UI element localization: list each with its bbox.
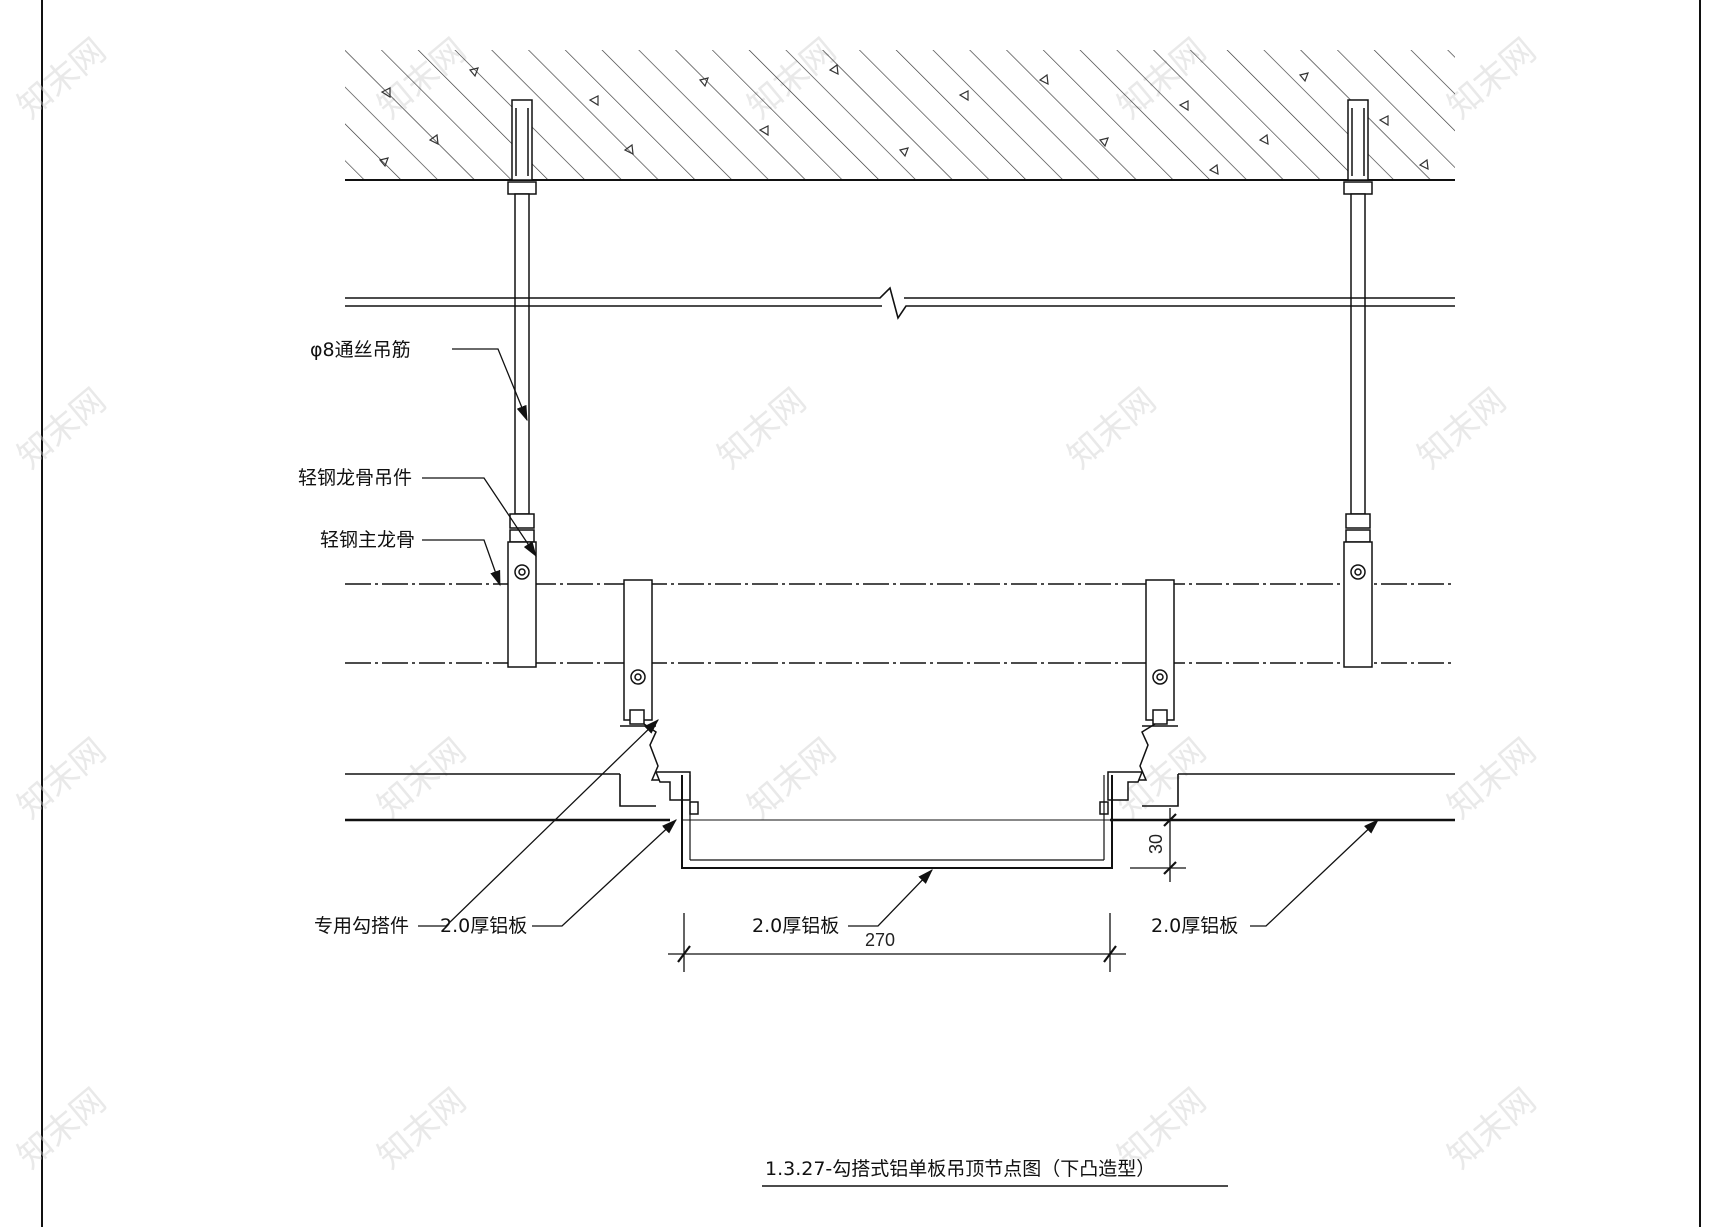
hook-piece-left — [654, 771, 699, 815]
watermark-text: 知末网 — [1440, 1081, 1544, 1177]
drawing-title: 1.3.27-勾搭式铝单板吊顶节点图（下凸造型） — [765, 1158, 1155, 1180]
watermark-text: 知末网 — [10, 381, 114, 477]
dimension-depth — [1130, 808, 1186, 882]
break-line — [345, 286, 1455, 320]
hook-hanger-right — [1128, 579, 1178, 781]
watermark-text: 知末网 — [10, 731, 114, 827]
watermark-text: 知末网 — [1060, 381, 1164, 477]
label-hanger-clip: 轻钢龙骨吊件 — [298, 467, 412, 489]
keel-hanger-clip-right — [1343, 541, 1373, 668]
expansion-anchor-left — [507, 99, 537, 195]
aluminum-plate-left — [345, 773, 670, 822]
watermark-text: 知末网 — [1440, 731, 1544, 827]
watermark-text: 知末网 — [1410, 381, 1514, 477]
label-plate-center: 2.0厚铝板 — [752, 915, 839, 937]
dimension-width-text: 270 — [865, 930, 895, 950]
label-hook-piece: 专用勾搭件 — [314, 915, 409, 937]
aluminum-plate-center-drop — [681, 775, 1113, 869]
watermark-text: 知末网 — [10, 1081, 114, 1177]
aggregate-marks — [378, 63, 1429, 176]
watermark-text: 知末网 — [10, 31, 114, 127]
watermark-group: 知末网 知末网 知末网 知末网 知末网 知末网 知末网 知末网 知末网 知末网 … — [10, 31, 1544, 1177]
hanger-rod-right — [1345, 193, 1371, 543]
label-plate-left: 2.0厚铝板 — [440, 915, 527, 937]
label-plate-right: 2.0厚铝板 — [1151, 915, 1238, 937]
label-hanger-rod: φ8通丝吊筋 — [310, 339, 411, 361]
expansion-anchor-right — [1343, 99, 1373, 195]
dimension-width — [668, 913, 1126, 972]
label-main-keel: 轻钢主龙骨 — [320, 529, 415, 551]
watermark-text: 知末网 — [1440, 31, 1544, 127]
watermark-text: 知末网 — [370, 731, 474, 827]
dimension-depth-text: 30 — [1146, 834, 1166, 854]
hook-hanger-left — [620, 579, 670, 781]
hanger-rod-left — [509, 193, 535, 543]
watermark-text: 知末网 — [370, 1081, 474, 1177]
leader-lines — [418, 348, 1379, 927]
keel-hanger-clip-left — [507, 541, 537, 668]
watermark-text: 知末网 — [710, 381, 814, 477]
watermark-text: 知末网 — [740, 731, 844, 827]
